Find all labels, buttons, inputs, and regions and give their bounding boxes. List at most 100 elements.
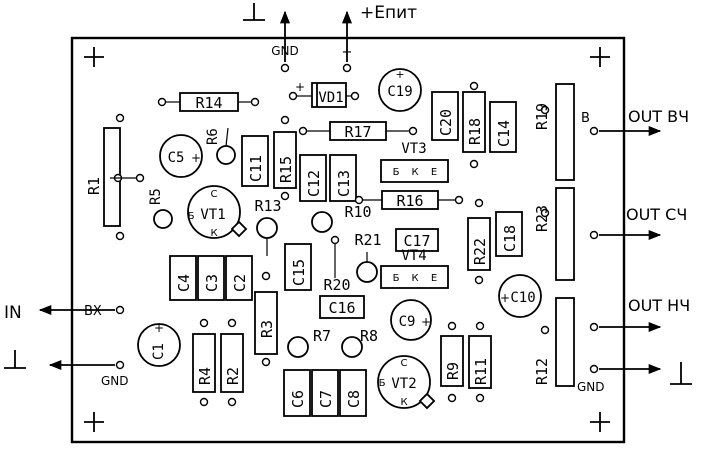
input-pad-label: ВХ — [84, 304, 102, 319]
svg-text:R4: R4 — [196, 367, 214, 385]
capacitor-c13: C13 — [329, 154, 357, 202]
resistor-r23: R23 — [533, 187, 599, 281]
svg-text:C16: C16 — [328, 299, 355, 317]
svg-text:C10: C10 — [510, 290, 535, 306]
svg-text:R13: R13 — [254, 197, 281, 215]
svg-text:К: К — [411, 167, 418, 178]
ground-symbol-icon — [670, 362, 692, 385]
svg-text:VT3: VT3 — [401, 141, 426, 157]
svg-text:Б: Б — [188, 211, 195, 222]
resistor-r20: R20 — [323, 235, 351, 294]
capacitor-c12: C12 — [299, 154, 327, 202]
svg-text:C15: C15 — [290, 259, 308, 286]
svg-text:VT4: VT4 — [401, 248, 426, 264]
svg-text:R23: R23 — [533, 205, 551, 232]
transistor-vt2: VT2 Б С К — [377, 355, 436, 410]
resistor-r11: R11 — [468, 321, 492, 403]
svg-text:+: + — [395, 68, 404, 81]
svg-text:C8: C8 — [345, 390, 363, 408]
svg-text:Е: Е — [431, 273, 437, 284]
capacitor-c18: C18 — [495, 211, 523, 257]
mounting-cross-icon — [590, 412, 610, 432]
capacitor-c14: C14 — [489, 101, 517, 153]
capacitor-c20: C20 — [431, 91, 459, 141]
supply-label: +Епит — [360, 3, 417, 23]
svg-text:R19: R19 — [533, 103, 551, 130]
resistor-r7: R7 — [287, 327, 331, 358]
out-gnd-label: GND — [577, 380, 605, 394]
svg-text:C11: C11 — [247, 155, 265, 182]
svg-text:R2: R2 — [224, 367, 242, 385]
input-gnd-label: GND — [101, 374, 129, 388]
svg-text:VT1: VT1 — [200, 207, 225, 223]
svg-text:R3: R3 — [258, 320, 276, 338]
svg-text:R5: R5 — [148, 188, 164, 205]
capacitor-c17: C17 — [395, 228, 439, 252]
svg-text:VT2: VT2 — [391, 376, 416, 392]
svg-text:R18: R18 — [466, 118, 484, 145]
svg-text:C7: C7 — [317, 390, 335, 408]
resistor-r21: R21 — [354, 231, 382, 283]
resistor-r5: R5 — [148, 188, 173, 229]
svg-text:Б: Б — [379, 378, 386, 389]
svg-text:+: + — [500, 291, 510, 305]
svg-text:C17: C17 — [403, 232, 430, 250]
supply-pad — [342, 63, 352, 73]
svg-text:R15: R15 — [277, 156, 295, 183]
resistor-r2: R2 — [220, 318, 244, 407]
resistor-r9: R9 — [440, 321, 464, 403]
svg-text:C14: C14 — [495, 120, 513, 147]
svg-text:Б: Б — [393, 167, 400, 178]
svg-text:C19: C19 — [387, 84, 412, 100]
resistor-r4: R4 — [192, 318, 216, 407]
input-gnd-pad — [115, 360, 125, 370]
svg-text:R8: R8 — [360, 327, 378, 345]
resistor-r3: R3 — [254, 271, 278, 367]
svg-text:R14: R14 — [195, 94, 222, 112]
resistor-r1: R1 — [85, 113, 145, 241]
ground-symbol-icon — [243, 3, 265, 21]
svg-text:R9: R9 — [444, 362, 462, 380]
out-mf-label: OUT СЧ — [626, 205, 687, 224]
resistor-r22: R22 — [467, 198, 491, 285]
resistor-r6: R6 — [205, 127, 236, 165]
input-pad — [115, 305, 125, 315]
mounting-cross-icon — [84, 47, 104, 67]
resistor-r16: R16 — [354, 190, 464, 210]
svg-text:R16: R16 — [396, 192, 423, 210]
out-lf-label: OUT НЧ — [628, 296, 690, 315]
svg-text:R12: R12 — [533, 358, 551, 385]
svg-text:C3: C3 — [203, 274, 221, 292]
svg-text:R1: R1 — [85, 177, 103, 195]
svg-text:+: + — [191, 151, 201, 165]
svg-text:C20: C20 — [437, 109, 455, 136]
resistor-r15: R15 — [273, 115, 297, 201]
capacitor-c10: C10 + — [498, 274, 542, 318]
svg-text:C9: C9 — [399, 314, 416, 330]
svg-text:К: К — [400, 397, 407, 408]
svg-text:C2: C2 — [231, 274, 249, 292]
svg-text:+: + — [154, 321, 164, 335]
resistor-r17: R17 — [298, 121, 418, 141]
svg-text:C6: C6 — [289, 390, 307, 408]
svg-text:VD1: VD1 — [318, 90, 343, 106]
transistor-vt1: VT1 Б С К — [187, 185, 248, 239]
svg-text:К: К — [210, 228, 217, 239]
resistor-r10: R10 — [311, 203, 372, 233]
resistor-r19: R19 B — [533, 83, 599, 181]
svg-text:C5: C5 — [168, 150, 185, 166]
svg-text:C13: C13 — [335, 170, 353, 197]
svg-text:C4: C4 — [175, 274, 193, 292]
svg-text:R20: R20 — [323, 276, 350, 294]
svg-text:B: B — [581, 111, 590, 126]
transistor-vt3: VT3 Б К Е — [380, 141, 449, 183]
diode-vd1: + VD1 — [288, 80, 360, 108]
resistor-r13: R13 — [254, 197, 282, 256]
capacitor-c1: C1 + — [137, 321, 181, 367]
svg-text:R6: R6 — [205, 128, 221, 145]
svg-text:R17: R17 — [344, 123, 371, 141]
transistor-vt4: VT4 Б К Е — [380, 248, 449, 289]
svg-text:R21: R21 — [354, 231, 381, 249]
gnd-top-label: GND — [271, 44, 299, 58]
